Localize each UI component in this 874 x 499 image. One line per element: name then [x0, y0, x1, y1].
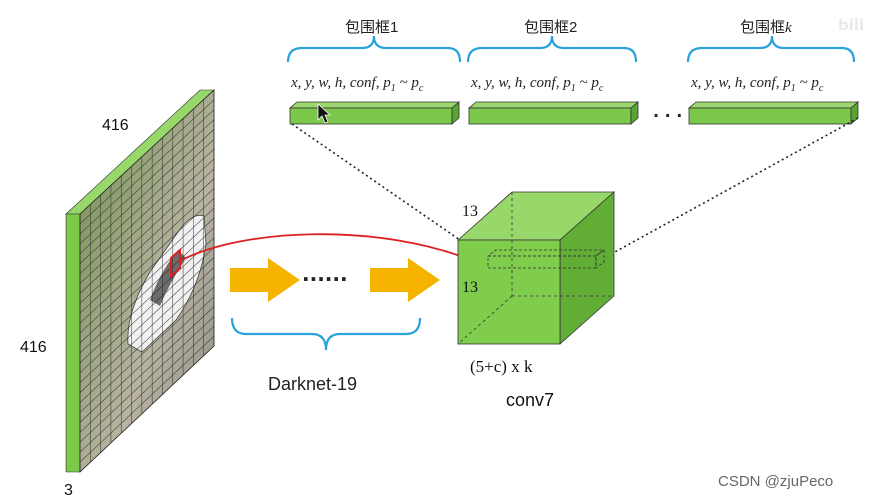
cube-depth-label: (5+c) x k [470, 357, 533, 376]
bounding-box-k: 包围框k x, y, w, h, conf, p1 ~ pc [686, 19, 860, 125]
cube-top-label: 13 [462, 203, 478, 220]
box-vector-bar [688, 107, 852, 125]
bounding-box-label: 包围框1 [345, 19, 398, 36]
bounding-box-label: 包围框k [740, 19, 792, 36]
orange-arrow-icon [230, 258, 300, 302]
highlight-cell [170, 247, 181, 279]
box-formula: x, y, w, h, conf, p1 ~ pc [290, 75, 424, 94]
input-image-block: 416 416 3 [20, 89, 215, 499]
height-label: 416 [20, 339, 47, 356]
box-formula: x, y, w, h, conf, p1 ~ pc [690, 75, 824, 94]
output-cube: 13 13 (5+c) x k conv7 [456, 191, 616, 410]
bracket-blue [230, 317, 422, 351]
bounding-box-label: 包围框2 [524, 19, 577, 36]
ellipsis-top: · · · [653, 106, 682, 125]
network-label: Darknet-19 [268, 374, 357, 394]
watermark: CSDN @zjuPeco [718, 473, 833, 490]
projection-line [291, 123, 487, 259]
box-vector-bar [289, 107, 453, 125]
depth-label: 3 [64, 482, 73, 499]
ellipsis-mid: ······ [302, 267, 348, 291]
red-arrow [177, 233, 478, 264]
bounding-box-2: 包围框2 x, y, w, h, conf, p1 ~ pc [466, 19, 640, 125]
cube-side-label: 13 [462, 279, 478, 296]
layer-label: conv7 [506, 390, 554, 410]
mouse-cursor-icon [317, 103, 332, 124]
orange-arrow-icon [370, 258, 440, 302]
bracket-blue [286, 35, 462, 63]
box-formula: x, y, w, h, conf, p1 ~ pc [470, 75, 604, 94]
image-depth-face [65, 213, 81, 473]
corner-logo: bili [838, 16, 864, 34]
bounding-box-1: 包围框1 x, y, w, h, conf, p1 ~ pc [286, 19, 462, 125]
width-label: 416 [102, 117, 129, 134]
photo-grid [79, 89, 215, 473]
bracket-blue [466, 35, 638, 63]
bracket-blue [686, 35, 856, 63]
projection-line [603, 117, 859, 259]
box-vector-bar [468, 107, 632, 125]
